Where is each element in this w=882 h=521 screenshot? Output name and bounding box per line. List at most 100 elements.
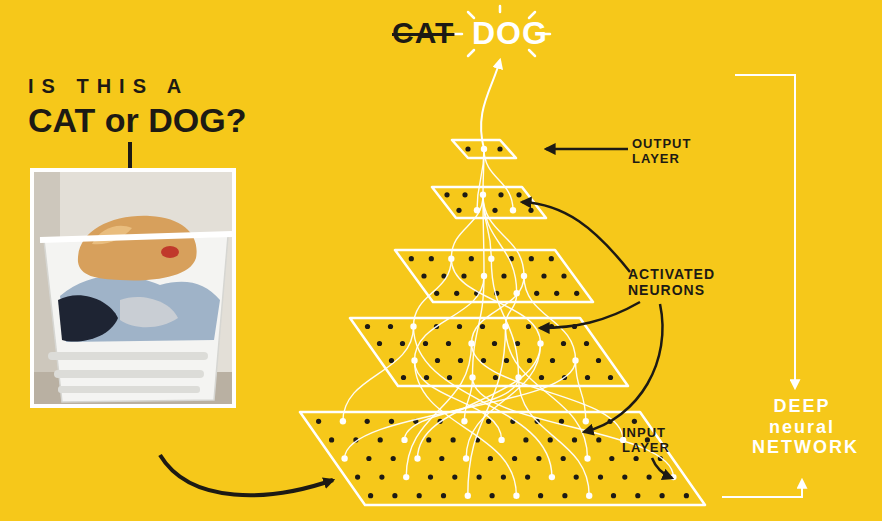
neuron-dot — [465, 146, 470, 151]
neuron-dot — [536, 456, 541, 461]
neuron-dot — [574, 291, 579, 296]
activated-neuron — [469, 374, 475, 380]
photo — [34, 172, 232, 404]
neuron-dot — [574, 475, 579, 480]
neuron-dot — [510, 208, 515, 213]
activation-path — [406, 344, 471, 478]
activation-path — [414, 327, 552, 478]
ray — [499, 6, 502, 12]
leader-arrow — [522, 202, 630, 272]
activated-neuron — [401, 437, 407, 443]
neuron-dot — [456, 208, 461, 213]
neuron-dot — [534, 291, 539, 296]
neuron-dot — [541, 273, 546, 278]
neuron-dot — [461, 273, 466, 278]
activated-neuron — [521, 273, 527, 279]
neuron-dot — [512, 456, 517, 461]
neuron-dot — [392, 493, 397, 498]
neuron-dot — [504, 358, 509, 363]
activated-neuron — [468, 340, 474, 346]
pointer-arrow — [160, 455, 333, 495]
activation-path — [414, 259, 452, 327]
neuron-callout: ACTIVATED NEURONS — [628, 266, 748, 298]
neuron-dot — [514, 493, 519, 498]
leader-arrow — [652, 458, 672, 478]
neuron-dot — [377, 341, 382, 346]
neuron-dot — [412, 358, 417, 363]
neuron-dot — [462, 192, 467, 197]
activation-path — [415, 361, 502, 440]
neuron-dot — [391, 456, 396, 461]
neuron-dot — [454, 291, 459, 296]
activation-path — [519, 378, 590, 496]
activated-neuron — [463, 455, 469, 461]
activation-path — [451, 195, 483, 259]
neuron-dot — [573, 358, 578, 363]
neuron-dot — [634, 456, 639, 461]
leader-arrow — [546, 148, 628, 151]
activated-neuron — [411, 357, 417, 363]
bracket-arrow — [722, 480, 802, 497]
activated-neuron — [586, 493, 592, 499]
activated-neuron — [510, 207, 516, 213]
neuron-dot — [635, 493, 640, 498]
neuron-dot — [480, 324, 485, 329]
layer-plane — [350, 318, 628, 386]
activated-neuron — [481, 273, 487, 279]
neuron-dot — [550, 358, 555, 363]
neuron-dot — [561, 456, 566, 461]
activated-neuron — [341, 455, 347, 461]
activated-neuron — [448, 256, 454, 262]
neuron-dot — [366, 456, 371, 461]
neuron-dot — [538, 493, 543, 498]
neuron-dot — [447, 375, 452, 380]
basket-slot — [48, 352, 208, 360]
output-arrow — [481, 60, 500, 149]
neuron-dot — [480, 192, 485, 197]
activated-neuron — [514, 290, 520, 296]
neuron-dot — [458, 358, 463, 363]
activated-neuron — [584, 455, 590, 461]
neuron-dot — [539, 375, 544, 380]
clothes-dark — [58, 295, 118, 341]
activated-neuron — [515, 374, 521, 380]
activated-neuron — [410, 323, 416, 329]
neuron-dot — [527, 358, 532, 363]
neuron-dot — [562, 493, 567, 498]
activated-neuron — [461, 418, 467, 424]
bracket-arrow — [735, 75, 795, 388]
neuron-dot — [340, 419, 345, 424]
neuron-dot — [609, 456, 614, 461]
activation-path — [483, 195, 491, 259]
neuron-dot — [503, 324, 508, 329]
activated-neuron — [340, 418, 346, 424]
neuron-dot — [365, 419, 370, 424]
neuron-dot — [585, 375, 590, 380]
activated-neuron — [549, 474, 555, 480]
neuron-dot — [329, 437, 334, 442]
dog-toy — [161, 246, 179, 258]
neuron-dot — [549, 256, 554, 261]
layer-plane — [395, 250, 593, 302]
neuron-dot — [417, 493, 422, 498]
photo-wall — [34, 172, 232, 404]
neuron-dot — [368, 493, 373, 498]
neuron-dot — [489, 256, 494, 261]
neuron-dot — [488, 456, 493, 461]
basket-slot — [54, 370, 204, 378]
neuron-dot — [470, 375, 475, 380]
neuron-dot — [598, 475, 603, 480]
crossed-out-answer: CAT — [392, 16, 454, 50]
neuron-dot — [492, 208, 497, 213]
neuron-dot — [452, 475, 457, 480]
neuron-dot — [486, 419, 491, 424]
layer-planes — [300, 140, 705, 505]
photo-frame — [30, 168, 236, 408]
neuron-dot — [401, 375, 406, 380]
neuron-dot — [469, 341, 474, 346]
activation-path — [343, 327, 414, 422]
neuron-dot — [561, 273, 566, 278]
neuron-dot — [465, 493, 470, 498]
question-title: IS THIS A CAT or DOG? — [28, 62, 260, 140]
neuron-dot — [342, 456, 347, 461]
